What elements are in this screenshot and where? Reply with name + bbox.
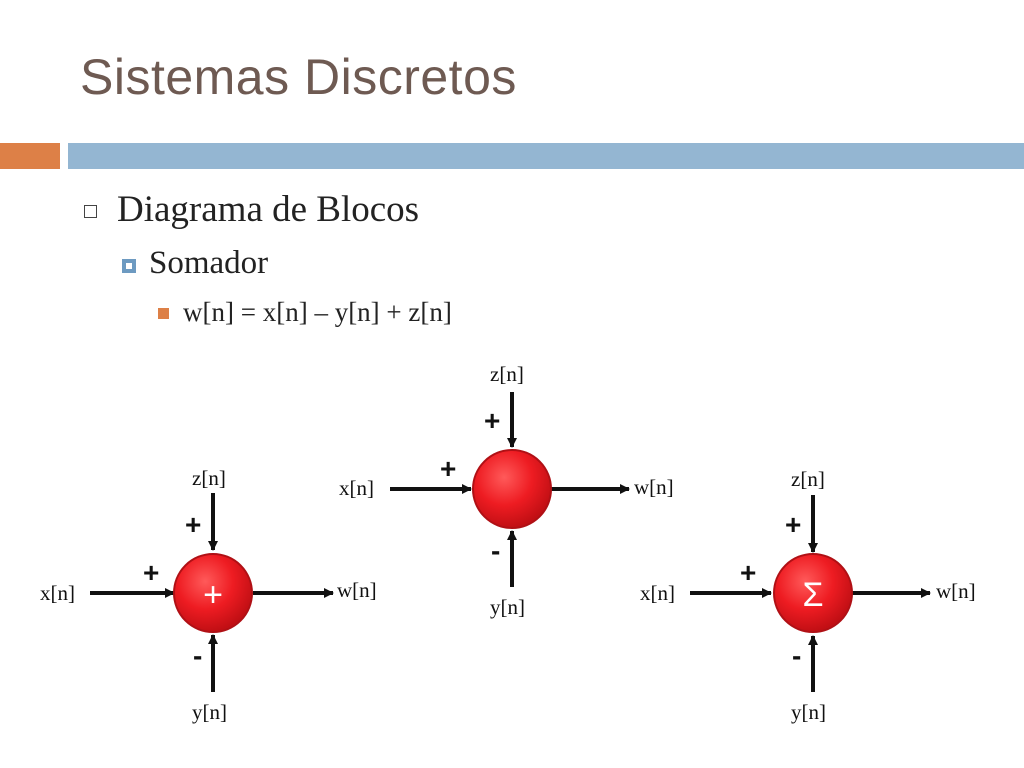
- sign-x-right: +: [740, 557, 756, 588]
- sign-y-left: -: [193, 640, 202, 671]
- label-x-right: x[n]: [640, 581, 675, 605]
- header-bar-orange: [0, 143, 60, 169]
- adder-block-right: Σ x[n] z[n] y[n] w[n] + + -: [640, 467, 976, 724]
- equation-text: w[n] = x[n] – y[n] + z[n]: [183, 297, 452, 327]
- bullet-level2: Somador: [122, 245, 268, 282]
- label-w-left: w[n]: [337, 578, 377, 602]
- filled-square-bullet-icon: [158, 308, 169, 319]
- label-y-right: y[n]: [791, 700, 826, 724]
- summing-node-middle: [472, 449, 552, 529]
- sign-y-middle: -: [491, 535, 500, 566]
- label-z-middle: z[n]: [490, 362, 524, 386]
- slide-title: Sistemas Discretos: [80, 49, 517, 105]
- label-w-middle: w[n]: [634, 475, 674, 499]
- bullet-level3: w[n] = x[n] – y[n] + z[n]: [158, 297, 452, 328]
- hollow-square-bullet-icon: [84, 205, 97, 218]
- label-z-right: z[n]: [791, 467, 825, 491]
- header-bar-blue: [68, 143, 1024, 169]
- sign-x-left: +: [143, 557, 159, 588]
- label-x-left: x[n]: [40, 581, 75, 605]
- bullet-level2-text: Somador: [149, 245, 269, 281]
- label-y-left: y[n]: [192, 700, 227, 724]
- sigma-symbol-right: Σ: [802, 576, 823, 614]
- label-w-right: w[n]: [936, 579, 976, 603]
- plus-symbol-left: +: [203, 576, 223, 614]
- sign-y-right: -: [792, 640, 801, 671]
- bullet-level1: Diagrama de Blocos: [84, 188, 419, 231]
- sign-z-right: +: [785, 509, 801, 540]
- framed-square-bullet-icon: [122, 258, 136, 273]
- summing-node-left: [173, 553, 253, 633]
- label-y-middle: y[n]: [490, 595, 525, 619]
- sign-x-middle: +: [440, 453, 456, 484]
- sign-z-left: +: [185, 509, 201, 540]
- bullet-level1-text: Diagrama de Blocos: [117, 189, 420, 230]
- adder-block-left: + x[n] z[n] y[n] w[n] + + -: [40, 466, 377, 724]
- label-z-left: z[n]: [192, 466, 226, 490]
- adder-block-middle: x[n] z[n] y[n] w[n] + + -: [339, 362, 674, 619]
- sign-z-middle: +: [484, 405, 500, 436]
- label-x-middle: x[n]: [339, 476, 374, 500]
- summing-node-right: [773, 553, 853, 633]
